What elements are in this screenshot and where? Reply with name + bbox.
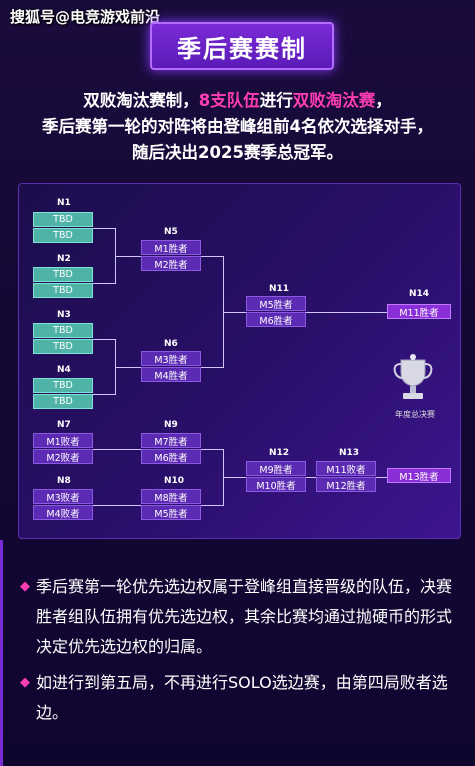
bracket-slot: M1败者	[33, 433, 93, 448]
bracket-slot: M4败者	[33, 505, 93, 520]
page-title: 季后赛赛制	[150, 22, 334, 70]
intro-text-part: ，	[375, 91, 392, 110]
bracket-slot: TBD	[33, 283, 93, 298]
bracket-slot: M3败者	[33, 489, 93, 504]
connector	[93, 228, 115, 229]
match-label-n2: N2	[57, 254, 71, 264]
match-label-n5: N5	[164, 227, 178, 237]
bracket-slot: M7胜者	[141, 433, 201, 448]
connector	[93, 449, 141, 450]
rules-notes: ◆ 季后赛第一轮优先选边权属于登峰组直接晋级的队伍，决赛胜者组队伍拥有优先选边权…	[20, 572, 460, 734]
bracket-slot: M13胜者	[387, 468, 451, 483]
diamond-bullet-icon: ◆	[20, 675, 30, 690]
bracket-slot: TBD	[33, 339, 93, 354]
connector	[93, 283, 115, 284]
bracket-slot: M1胜者	[141, 240, 201, 255]
match-label-n12: N12	[269, 448, 290, 458]
bracket-slot: M6胜者	[141, 449, 201, 464]
match-label-n1: N1	[57, 198, 71, 208]
note-text: 如进行到第五局，不再进行SOLO选边赛，由第四局败者选边。	[36, 673, 448, 722]
trophy-label: 年度总决赛	[395, 410, 435, 419]
match-label-n11: N11	[269, 284, 290, 294]
match-label-n13: N13	[339, 448, 360, 458]
match-label-n8: N8	[57, 476, 71, 486]
connector	[223, 477, 246, 478]
intro-highlight: 双败淘汰赛	[292, 91, 376, 110]
note-item: ◆ 季后赛第一轮优先选边权属于登峰组直接晋级的队伍，决赛胜者组队伍拥有优先选边权…	[20, 572, 460, 662]
intro-line-2: 季后赛第一轮的对阵将由登峰组前4名依次选择对手，	[42, 117, 433, 136]
connector	[306, 312, 387, 313]
intro-highlight: 8支队伍	[198, 91, 260, 110]
bracket-slot: M11败者	[316, 461, 376, 476]
bracket-slot: M10胜者	[246, 477, 306, 492]
bracket-slot: TBD	[33, 267, 93, 282]
connector	[93, 394, 115, 395]
bracket-slot: M3胜者	[141, 351, 201, 366]
connector	[93, 505, 141, 506]
watermark: 搜狐号@电竞游戏前沿	[10, 8, 161, 26]
connector	[201, 367, 223, 368]
match-label-n3: N3	[57, 310, 71, 320]
intro-text-part: 双败淘汰赛制，	[83, 91, 199, 110]
bracket-slot: M8胜者	[141, 489, 201, 504]
bracket-slot: M5胜者	[246, 296, 306, 311]
intro-text: 双败淘汰赛制，8支队伍进行双败淘汰赛， 季后赛第一轮的对阵将由登峰组前4名依次选…	[20, 88, 455, 166]
connector	[376, 477, 387, 478]
intro-line-3: 随后决出2025赛季总冠军。	[132, 143, 343, 162]
connector	[93, 339, 115, 340]
intro-line-1: 双败淘汰赛制，8支队伍进行双败淘汰赛，	[20, 88, 455, 114]
note-item: ◆ 如进行到第五局，不再进行SOLO选边赛，由第四局败者选边。	[20, 668, 460, 728]
diamond-bullet-icon: ◆	[20, 579, 30, 594]
match-label-n7: N7	[57, 420, 71, 430]
match-label-n14: N14	[409, 289, 430, 299]
bracket-slot: TBD	[33, 228, 93, 243]
bracket-slot: M6胜者	[246, 312, 306, 327]
bracket-slot: M12胜者	[316, 477, 376, 492]
match-label-n9: N9	[164, 420, 178, 430]
connector	[306, 477, 316, 478]
bracket-slot: TBD	[33, 323, 93, 338]
match-label-n10: N10	[164, 476, 185, 486]
bracket-slot: M4胜者	[141, 367, 201, 382]
bracket-slot: M5胜者	[141, 505, 201, 520]
trophy-icon	[393, 354, 433, 399]
bracket-slot: M9胜者	[246, 461, 306, 476]
match-label-n4: N4	[57, 365, 71, 375]
bracket-slot: M11胜者	[387, 304, 451, 319]
match-label-n6: N6	[164, 339, 178, 349]
connector	[115, 367, 141, 368]
connector	[201, 449, 223, 450]
note-text: 季后赛第一轮优先选边权属于登峰组直接晋级的队伍，决赛胜者组队伍拥有优先选边权，其…	[36, 577, 453, 656]
intro-text-part: 进行	[259, 91, 293, 110]
connector	[201, 505, 223, 506]
bracket-slot: TBD	[33, 378, 93, 393]
bracket-slot: M2败者	[33, 449, 93, 464]
bracket-slot: TBD	[33, 394, 93, 409]
connector	[223, 312, 246, 313]
frame-accent	[0, 540, 3, 766]
connector	[115, 256, 141, 257]
playoff-bracket: N1 N2 N3 N4 N7 N8 TBD TBD TBD TBD TBD TB…	[18, 183, 461, 539]
bracket-slot: TBD	[33, 212, 93, 227]
bracket-slot: M2胜者	[141, 256, 201, 271]
connector	[201, 256, 223, 257]
